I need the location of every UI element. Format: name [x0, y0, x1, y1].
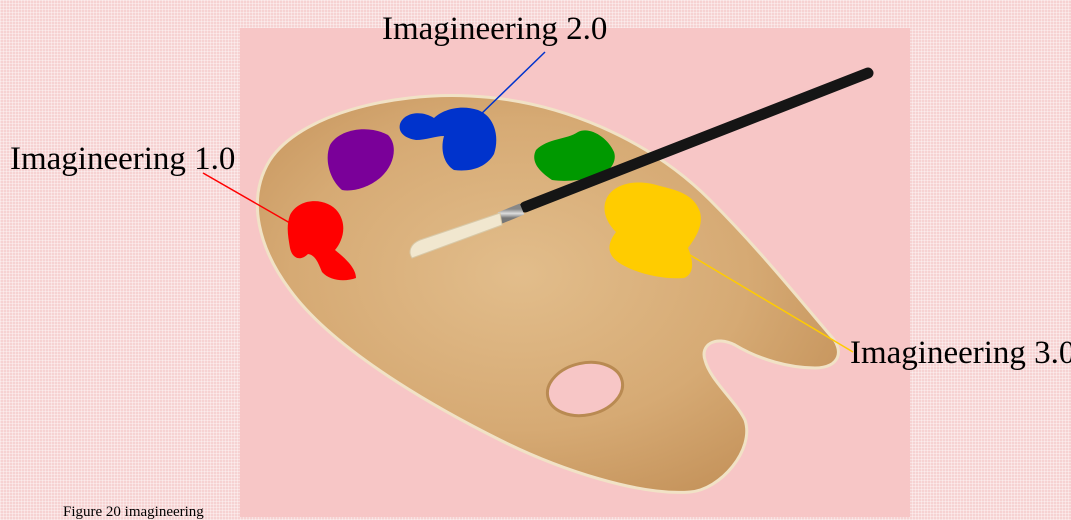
figure-caption: Figure 20 imagineering	[63, 505, 204, 520]
label-imagineering-2: Imagineering 2.0	[382, 13, 607, 46]
label-imagineering-3: Imagineering 3.0	[850, 337, 1071, 370]
label-imagineering-1: Imagineering 1.0	[10, 143, 235, 176]
